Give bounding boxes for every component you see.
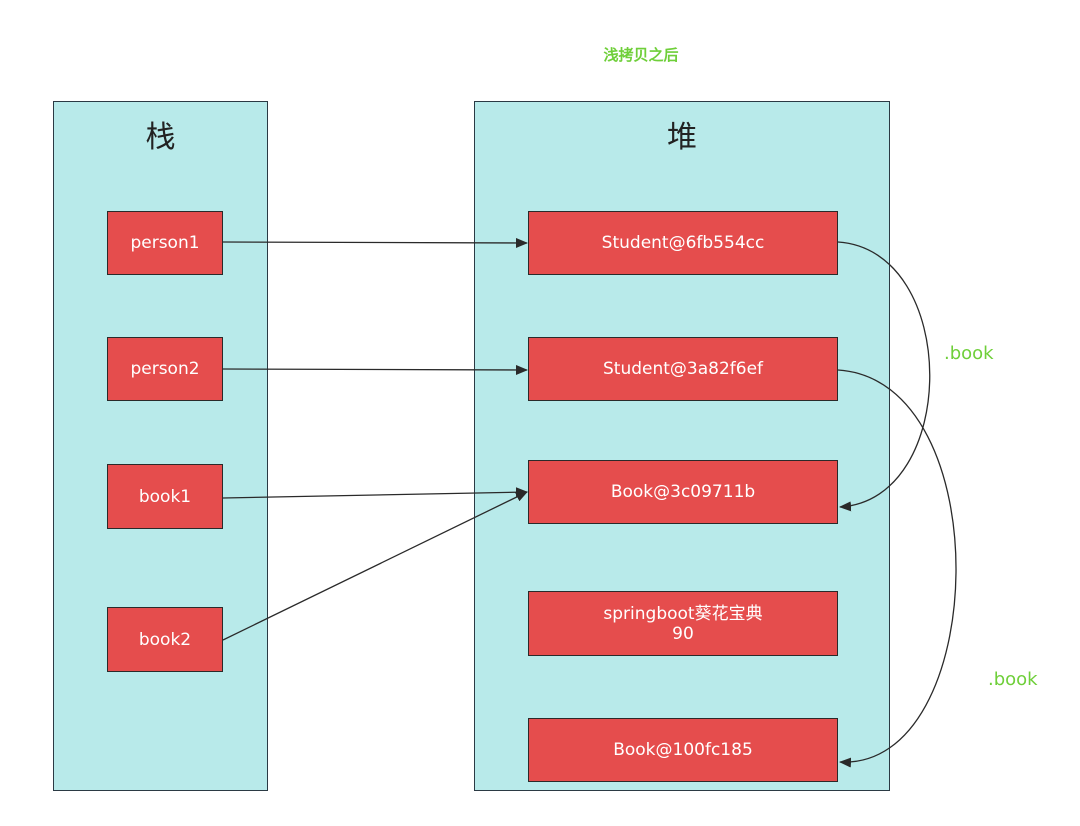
heap-item-book-content: springboot葵花宝典 90 [528,591,838,656]
stack-panel: 栈 [53,101,268,791]
arrow-book2-to-book1 [222,491,528,641]
arrow-student2-book-field [837,369,957,768]
heap-item-book1: Book@3c09711b [528,460,838,524]
stack-item-person1: person1 [107,211,223,275]
stack-item-book2: book2 [107,607,223,672]
arrow-student1-book-field [837,241,931,512]
book-name: springboot葵花宝典 [603,603,763,624]
stack-item-book1: book1 [107,464,223,529]
arrow-book1-to-book1 [222,487,528,499]
heap-item-student1: Student@6fb554cc [528,211,838,275]
stack-item-person2: person2 [107,337,223,401]
annotation-book-1: .book [944,343,994,364]
heap-item-book2: Book@100fc185 [528,718,838,782]
book-price: 90 [672,623,694,644]
annotation-book-2: .book [988,669,1038,690]
heap-title: 堆 [667,120,697,155]
arrow-person1-to-student1 [222,237,528,248]
arrow-person2-to-student2 [222,364,528,375]
stack-title: 栈 [145,120,176,155]
heap-item-student2: Student@3a82f6ef [528,337,838,401]
diagram-title: 浅拷贝之后 [603,46,679,64]
